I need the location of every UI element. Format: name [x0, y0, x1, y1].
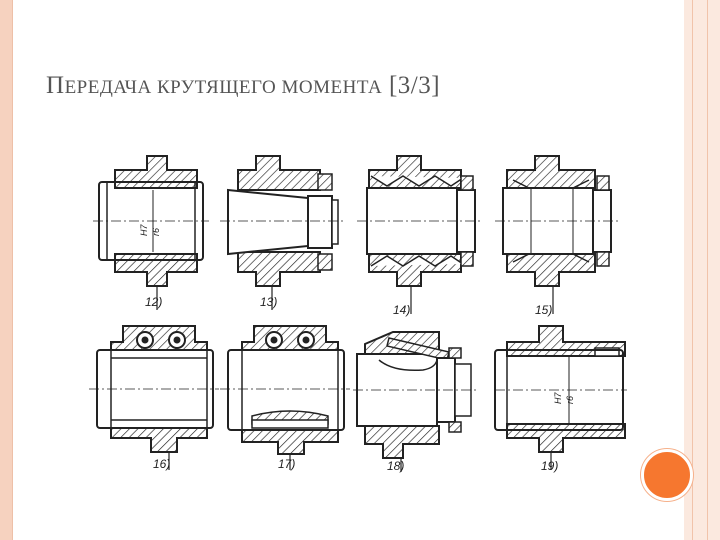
- slide-title: Передача крутящего момента [3/3]: [46, 72, 440, 100]
- figure-13-cone-connection: 13): [220, 155, 344, 310]
- figure-17-clamp-with-key: 17): [220, 325, 350, 471]
- figure-label-16: 16): [153, 457, 170, 471]
- figure-label-18: 18): [387, 459, 404, 473]
- title-part-number: [3/3]: [388, 72, 441, 99]
- fit-label-h7: H7: [139, 224, 149, 236]
- figure-18-wedge-key: 18): [353, 331, 479, 473]
- figure-label-13: 13): [260, 295, 277, 309]
- figure-label-15: 15): [535, 303, 552, 317]
- title-text: ередача крутящего момента: [64, 77, 383, 98]
- shaft-hub-connections-drawing: H7 r6 12) 13) 14): [89, 155, 627, 473]
- figure-16-clamp-bolts: 16): [89, 325, 219, 471]
- figure-15-split-rings: 15): [495, 155, 619, 317]
- fit-label-h7-19: H7: [553, 392, 563, 404]
- title-initial: П: [46, 72, 65, 99]
- fit-label-r6: r6: [151, 228, 161, 236]
- figure-19-pin-fit: H7 r6 19): [494, 325, 627, 473]
- figure-label-12: 12): [145, 295, 162, 309]
- figure-12-interference-fit: H7 r6 12): [93, 155, 209, 310]
- right-frame-border: [684, 0, 720, 540]
- figure-label-19: 19): [541, 459, 558, 473]
- left-frame-border: [0, 0, 13, 540]
- figure-14-tapered-rings: 14): [357, 155, 483, 317]
- figure-label-17: 17): [278, 457, 295, 471]
- fit-label-r6-19: r6: [565, 396, 575, 404]
- figure-label-14: 14): [393, 303, 410, 317]
- orange-circle-decoration: [641, 449, 693, 501]
